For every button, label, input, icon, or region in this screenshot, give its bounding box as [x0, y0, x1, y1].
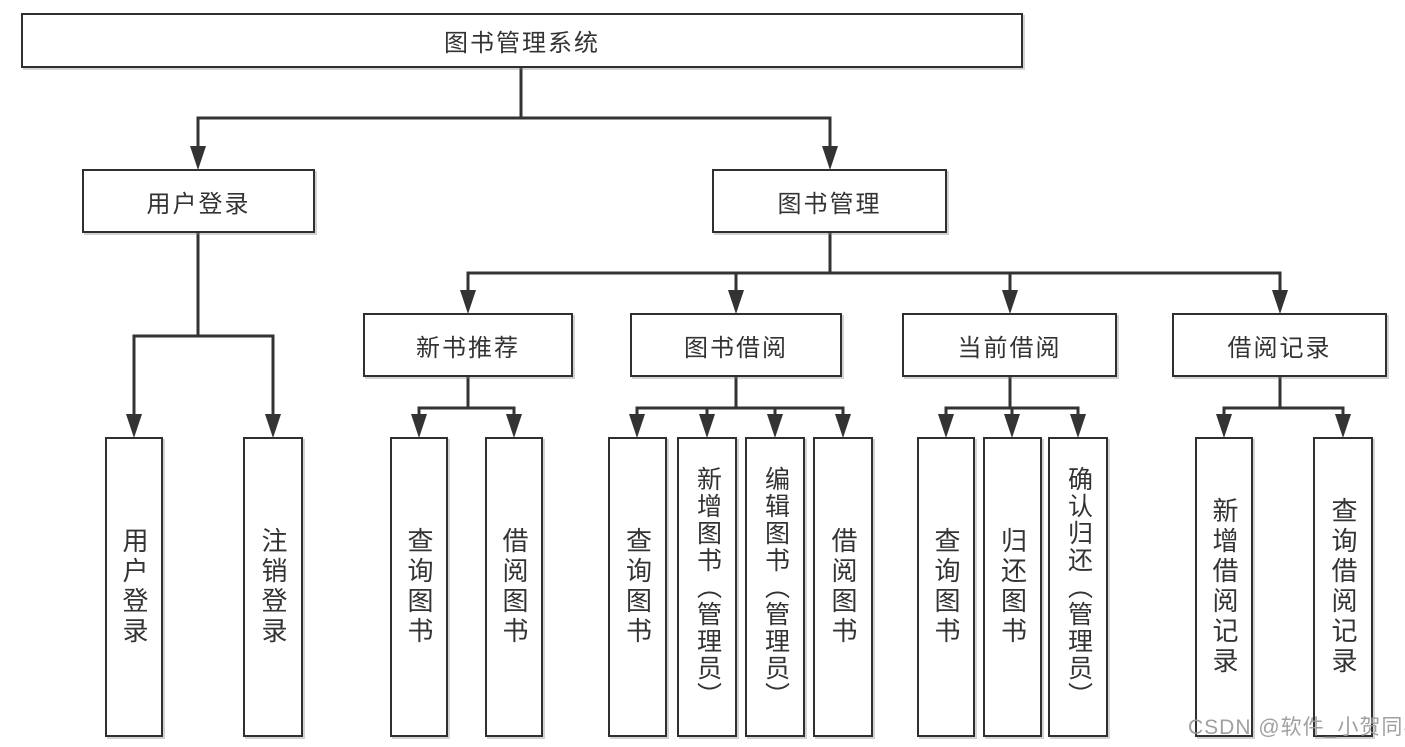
leaf-edit-books-admin: 编辑图书（管理员） — [745, 437, 805, 737]
arrowheads — [126, 146, 1351, 438]
leaf-query-books-borrow: 查询图书 — [608, 437, 667, 737]
leaf-add-borrow-record: 新增借阅记录 — [1195, 437, 1253, 737]
node-label: 图书借阅 — [684, 334, 788, 362]
leaf-label: 注销登录 — [258, 527, 288, 647]
leaf-label: 查询图书 — [931, 527, 961, 647]
node-book-borrowing: 图书借阅 — [630, 313, 842, 377]
node-label: 新书推荐 — [416, 334, 520, 362]
node-label: 用户登录 — [146, 190, 251, 218]
leaf-add-books-admin: 新增图书（管理员） — [677, 437, 737, 737]
leaf-label: 新增图书（管理员） — [693, 465, 722, 709]
node-label: 当前借阅 — [957, 334, 1062, 362]
leaf-label: 新增借阅记录 — [1209, 497, 1239, 677]
leaf-label: 确认归还（管理员） — [1064, 465, 1093, 709]
leaf-borrow-books-newbook: 借阅图书 — [485, 437, 543, 737]
leaf-label: 用户登录 — [119, 527, 149, 647]
node-label: 图书管理系统 — [444, 30, 600, 57]
node-label: 图书管理 — [777, 190, 882, 218]
leaf-confirm-return-admin: 确认归还（管理员） — [1048, 437, 1108, 737]
leaf-return-books: 归还图书 — [983, 437, 1042, 737]
csdn-watermark: CSDN @软件_小贺同学 — [1188, 716, 1405, 739]
leaf-label: 查询借阅记录 — [1328, 497, 1358, 677]
leaf-label: 查询图书 — [622, 527, 653, 647]
leaf-label: 归还图书 — [997, 527, 1028, 647]
leaf-query-books-current: 查询图书 — [917, 437, 975, 737]
leaf-borrow-books: 借阅图书 — [813, 437, 873, 737]
leaf-query-books-newbook: 查询图书 — [390, 437, 448, 737]
node-borrowing-records: 借阅记录 — [1172, 313, 1387, 377]
node-book-management: 图书管理 — [712, 169, 947, 233]
leaf-query-borrow-record: 查询借阅记录 — [1313, 437, 1373, 737]
leaf-label: 查询图书 — [404, 527, 434, 647]
node-label: 借阅记录 — [1227, 334, 1332, 362]
leaf-label: 借阅图书 — [828, 527, 858, 647]
node-new-book-recommendation: 新书推荐 — [363, 313, 573, 377]
leaf-label: 编辑图书（管理员） — [761, 465, 790, 709]
leaf-logout: 注销登录 — [243, 437, 303, 737]
node-user-login: 用户登录 — [82, 169, 315, 233]
node-library-management-system: 图书管理系统 — [21, 13, 1023, 68]
leaf-label: 借阅图书 — [499, 527, 529, 647]
leaf-user-login: 用户登录 — [105, 437, 163, 737]
node-current-borrowing: 当前借阅 — [902, 313, 1117, 377]
